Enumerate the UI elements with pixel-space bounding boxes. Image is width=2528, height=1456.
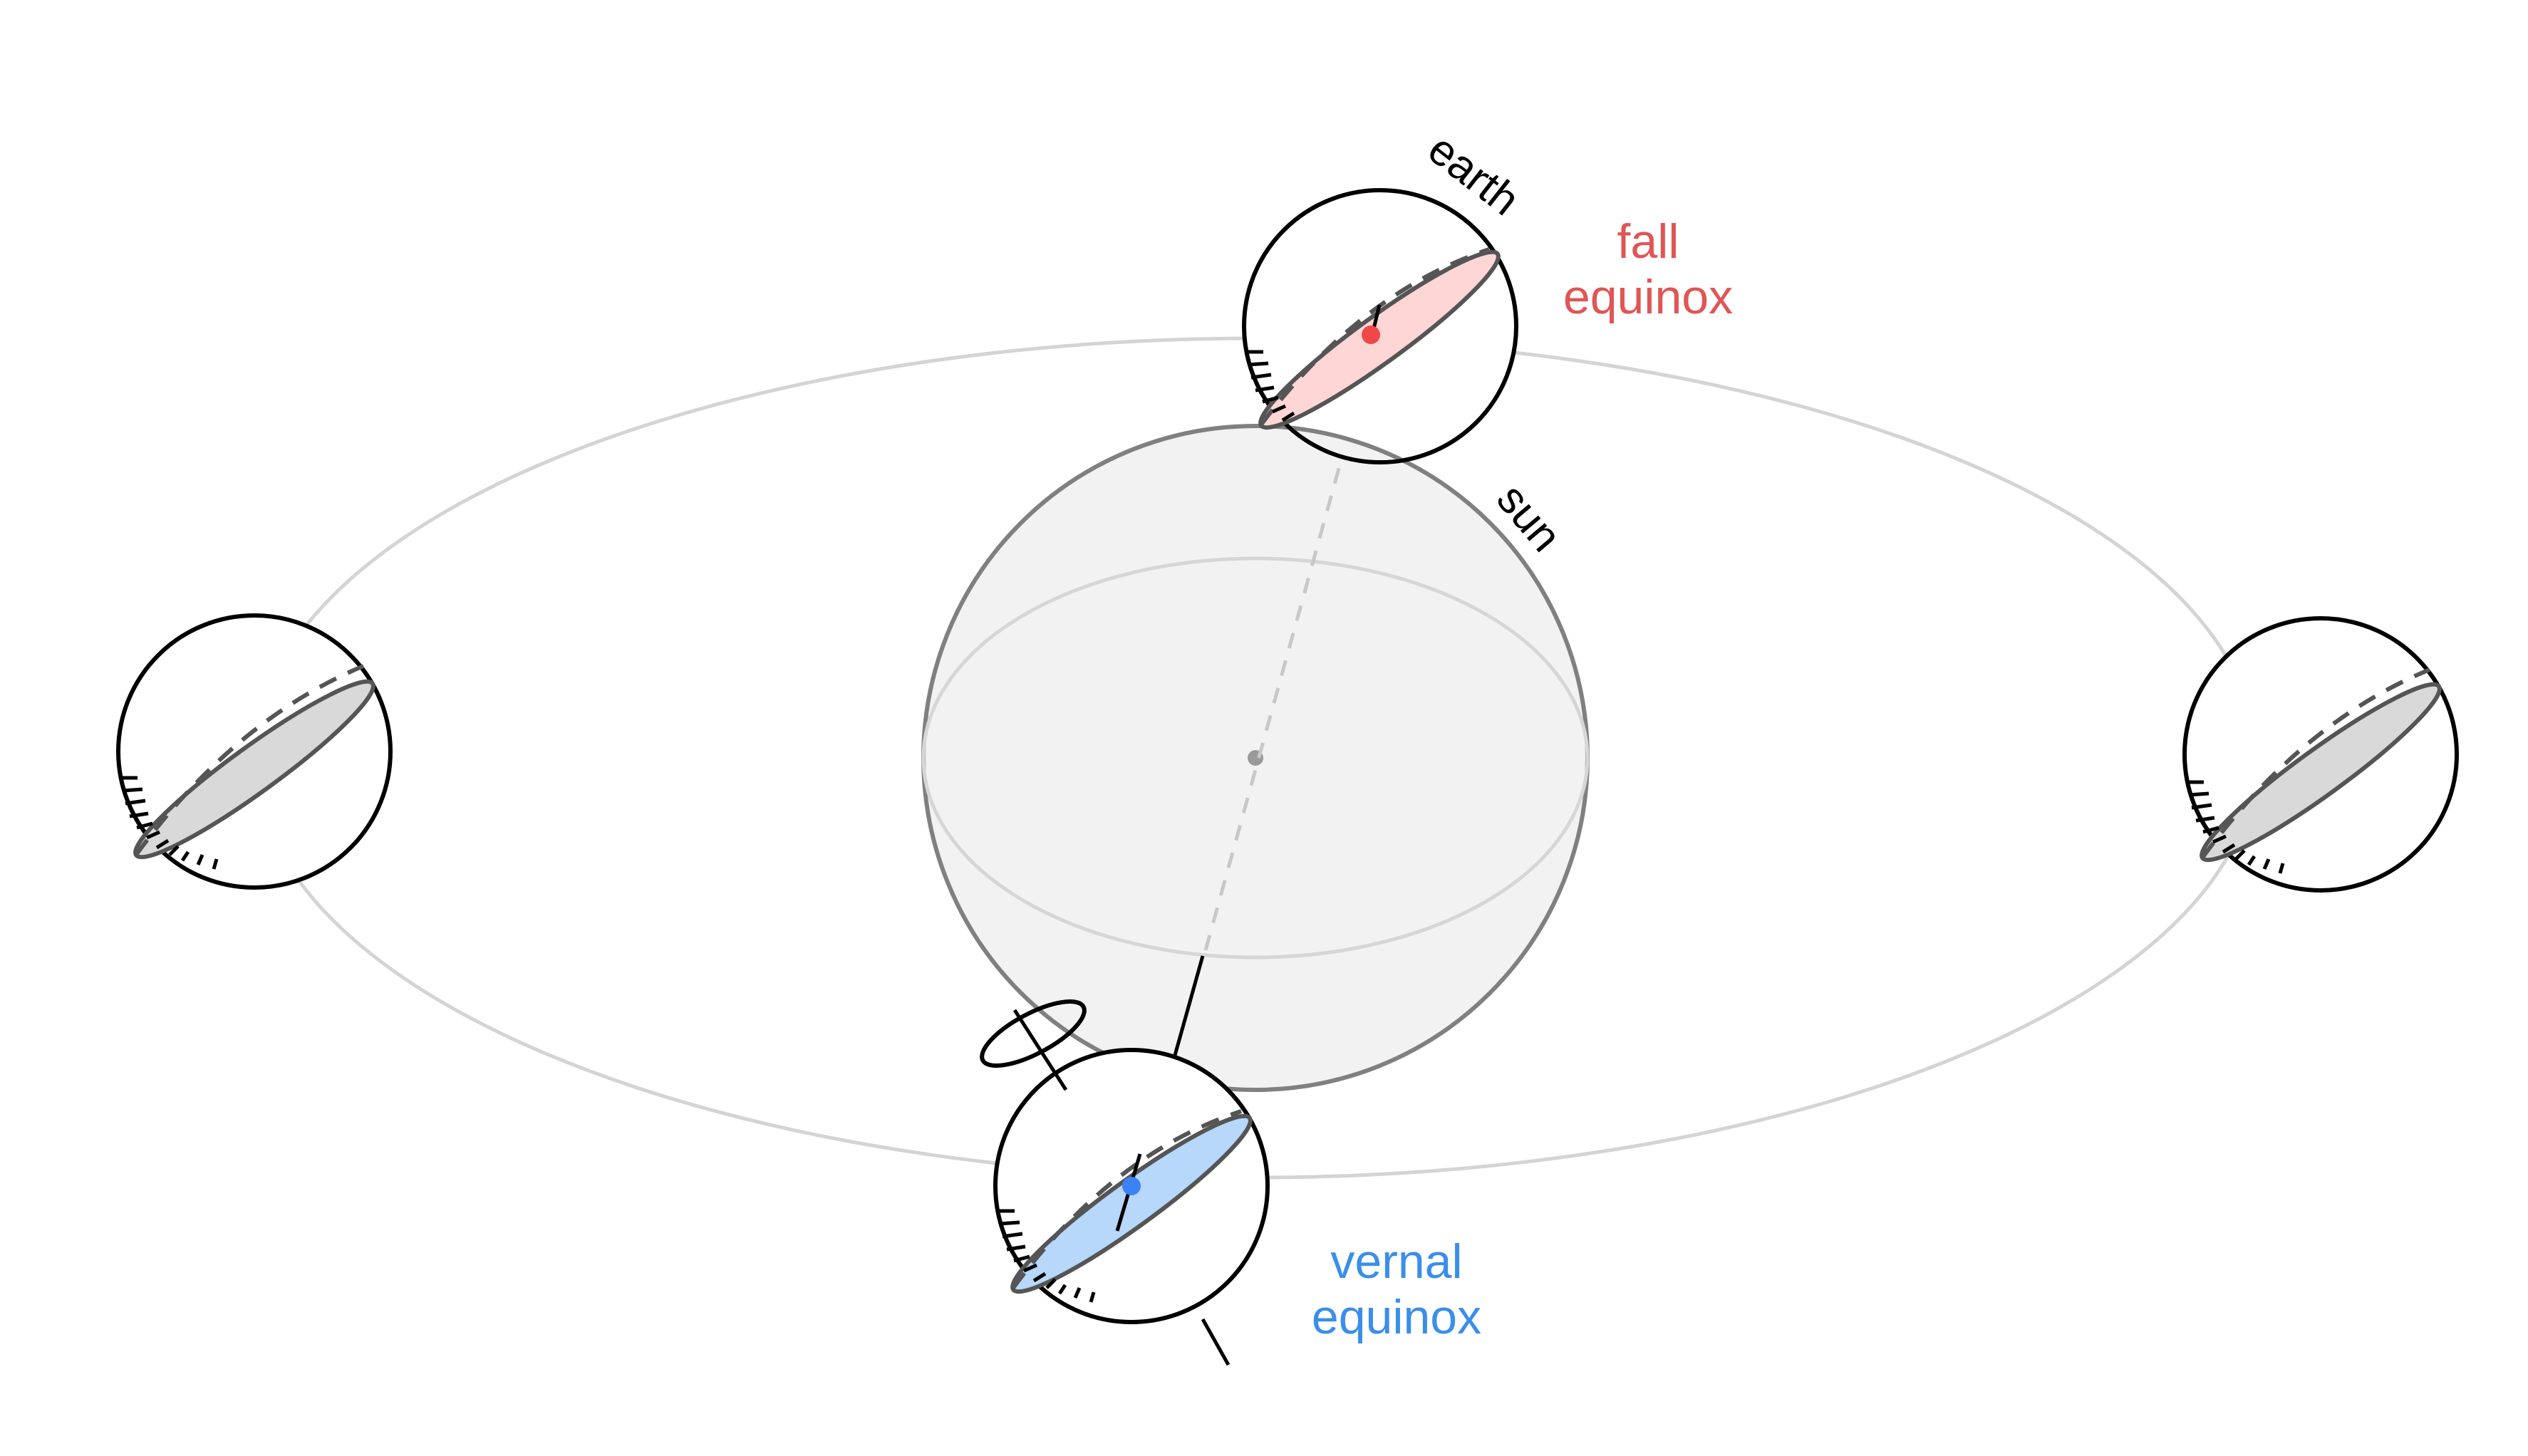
- earth-fall-night-hatch: [1248, 350, 1295, 422]
- earth-fall-equator-plane: [1258, 249, 1501, 430]
- earth-right-night-hatch: [2188, 780, 2285, 874]
- rotation-indicator: [980, 999, 1087, 1091]
- earth-vernal-equator-back: [1011, 1109, 1242, 1289]
- earth-right: [2182, 616, 2459, 893]
- sun-axis-dashed: [1203, 440, 1349, 951]
- fall-equinox-marker: [1362, 326, 1380, 344]
- earth-fall-equator-back: [1259, 247, 1490, 426]
- earth-left-night-hatch: [122, 776, 219, 870]
- sun-equator: [921, 556, 1590, 960]
- earth-right-equator-plane: [2200, 682, 2442, 863]
- earth-vernal-equinox: [993, 1048, 1270, 1324]
- rotation-axis-stub: [1012, 1009, 1068, 1091]
- earth-right-equator-back: [2200, 667, 2431, 859]
- fall-equinox-label-line1: fall: [1617, 214, 1679, 269]
- earth-vernal-equator-plane: [1010, 1113, 1253, 1294]
- vernal-equinox-marker: [1122, 1177, 1141, 1195]
- earth-left: [116, 613, 393, 890]
- earth-vernal-night-hatch: [999, 1209, 1096, 1303]
- earth-left-equator-back: [134, 664, 365, 856]
- vernal-equinox-label-line2: equinox: [1312, 1290, 1481, 1344]
- vernal-equinox-label-line1: vernal: [1330, 1234, 1462, 1289]
- earth-left-equator-plane: [133, 679, 375, 860]
- vernal-axis-tail: [1201, 1318, 1231, 1366]
- sun: [921, 424, 1590, 1092]
- fall-equinox-label-line2: equinox: [1563, 270, 1733, 324]
